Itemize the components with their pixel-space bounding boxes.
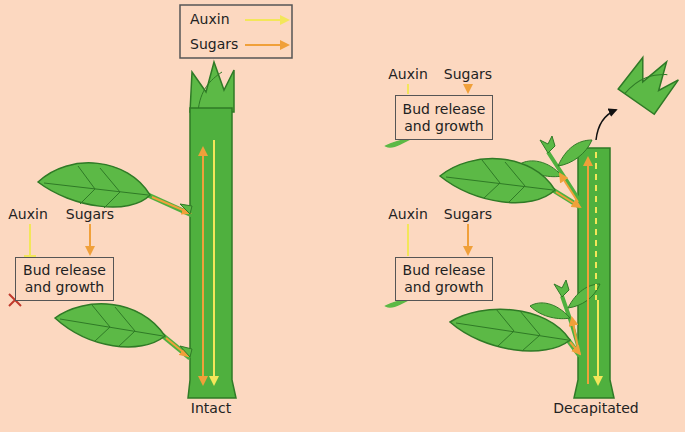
legend-text: Auxin xyxy=(190,11,230,27)
signal-label: Auxin xyxy=(388,66,428,82)
leaf-veins xyxy=(44,166,148,208)
stem xyxy=(188,108,236,398)
sugar-flow xyxy=(572,318,578,348)
legend-text: Sugars xyxy=(190,36,238,52)
auxin-signal xyxy=(407,224,409,256)
box-text: Bud release and growth xyxy=(400,262,488,296)
signal-label: Auxin xyxy=(8,206,48,222)
sugar-signal xyxy=(467,224,469,254)
leaf-veins xyxy=(446,160,553,203)
leaf xyxy=(450,309,570,351)
panel-label: Intact xyxy=(191,400,231,416)
sugar-signal xyxy=(467,84,469,92)
sugars-sample xyxy=(245,44,288,46)
auxin-flow xyxy=(213,140,215,384)
signal-label: Auxin xyxy=(388,206,428,222)
auxin-signal xyxy=(29,224,31,256)
sugar-flow xyxy=(560,174,578,202)
signal-label: Sugars xyxy=(66,206,114,222)
sugar-flow xyxy=(587,158,589,384)
stem xyxy=(574,148,614,398)
axillary-bud xyxy=(180,204,192,214)
process-box: Bud release and growth xyxy=(395,257,493,301)
leaf-veins xyxy=(456,309,568,351)
signal-label: Sugars xyxy=(444,66,492,82)
auxin-signal xyxy=(407,84,409,94)
young-leaf xyxy=(558,140,592,166)
shoot-apex xyxy=(190,62,234,112)
axillary-bud xyxy=(180,346,192,357)
petiole xyxy=(568,340,580,356)
box-text: Bud release and growth xyxy=(400,101,488,135)
apex-fold xyxy=(198,72,222,112)
auxin-sample xyxy=(245,19,288,21)
sugar-flow xyxy=(570,342,580,354)
panel-label: Decapitated xyxy=(553,400,639,416)
leaf xyxy=(38,163,150,207)
removed-apex xyxy=(618,48,683,114)
auxin-depleted xyxy=(595,152,597,300)
petiole xyxy=(162,335,190,358)
process-box: Bud release and growth xyxy=(15,257,114,301)
growing-bud xyxy=(554,280,569,297)
removal-arrow xyxy=(596,110,616,140)
growing-bud xyxy=(540,136,555,153)
leaf xyxy=(440,159,555,203)
process-box: Bud release and growth xyxy=(395,95,493,140)
auxin-flow xyxy=(597,300,599,384)
box-text: Bud release and growth xyxy=(20,262,109,296)
petiole xyxy=(148,195,192,215)
leaf xyxy=(55,304,165,347)
box-content: Bud release and growth xyxy=(400,101,488,135)
box-content: Bud release and growth xyxy=(20,262,109,296)
sugar-signal xyxy=(89,224,91,254)
leaf-veins xyxy=(60,305,163,347)
sugar-flow xyxy=(202,148,204,384)
signal-label: Sugars xyxy=(444,206,492,222)
petiole xyxy=(553,190,582,208)
box-content: Bud release and growth xyxy=(400,262,488,296)
legend-frame xyxy=(180,5,292,58)
